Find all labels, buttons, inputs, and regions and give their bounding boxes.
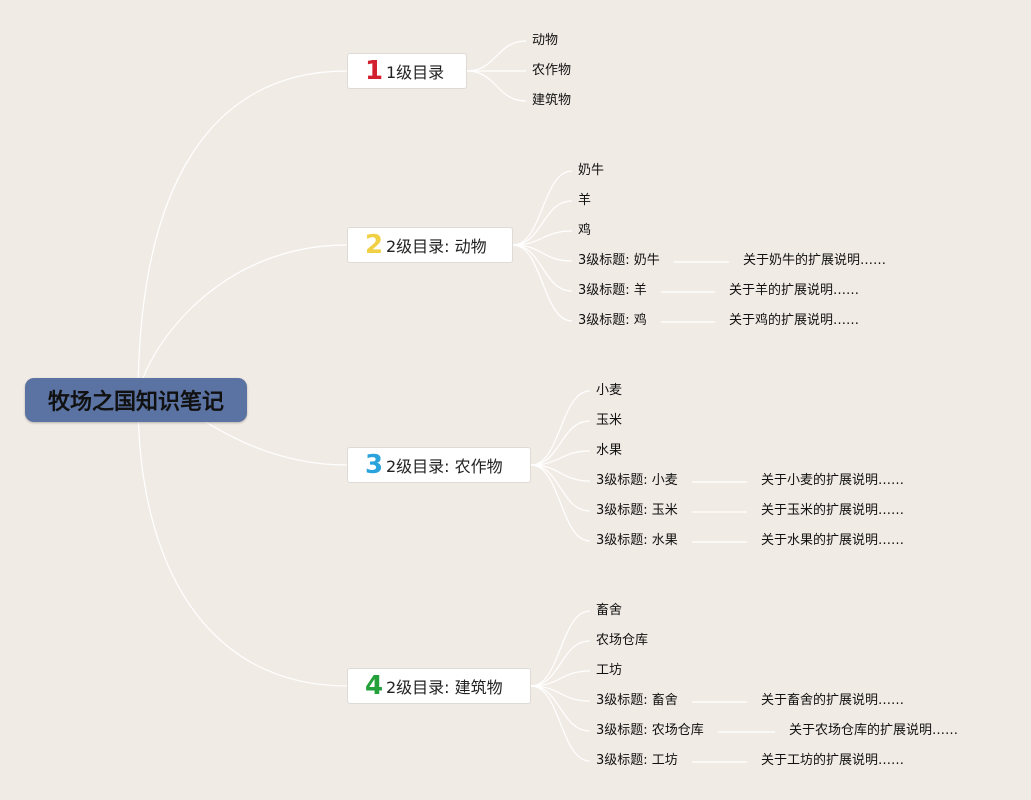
- number-badge-icon: 4: [365, 671, 384, 701]
- branch-to-subtopic-connector: [512, 170, 573, 246]
- root-topic-label: 牧场之国知识笔记: [47, 390, 224, 415]
- branch-to-subtopic-connector: [530, 640, 591, 687]
- branch-topic-label: 2级目录: 农作物: [386, 457, 503, 476]
- subtopic[interactable]: 农场仓库: [596, 633, 649, 648]
- branch-topic-label: 1级目录: [386, 63, 445, 82]
- extension-note[interactable]: 关于羊的扩展说明……: [729, 283, 860, 298]
- subtopic[interactable]: 建筑物: [532, 93, 572, 108]
- branch-to-subtopic-connector: [530, 670, 591, 687]
- subtopic-with-note[interactable]: 3级标题: 水果: [596, 533, 678, 548]
- root-to-branch-connector: [137, 244, 348, 401]
- branch-to-subtopic-connector: [530, 390, 591, 466]
- number-badge-icon: 1: [365, 56, 384, 86]
- extension-note[interactable]: 关于水果的扩展说明……: [761, 533, 905, 548]
- branch-topic-label: 2级目录: 建筑物: [386, 678, 503, 697]
- subtopic-with-note[interactable]: 3级标题: 奶牛: [578, 253, 660, 268]
- subtopic-with-note[interactable]: 3级标题: 农场仓库: [596, 723, 704, 738]
- extension-note[interactable]: 关于玉米的扩展说明……: [761, 503, 905, 518]
- branch-to-subtopic-connector: [530, 685, 591, 732]
- subtopic[interactable]: 农作物: [532, 63, 572, 78]
- branch-to-subtopic-connector: [530, 610, 591, 687]
- extension-note[interactable]: 关于工坊的扩展说明……: [761, 753, 905, 768]
- root-topic[interactable]: 牧场之国知识笔记: [25, 378, 247, 422]
- subtopic[interactable]: 玉米: [596, 413, 623, 428]
- branch-to-subtopic-connector: [530, 464, 591, 512]
- branch-to-subtopic-connector: [512, 244, 573, 292]
- subtopic[interactable]: 羊: [578, 193, 592, 208]
- root-to-branch-connector: [137, 70, 348, 401]
- branch-to-subtopic-connector: [512, 244, 573, 262]
- extension-note[interactable]: 关于农场仓库的扩展说明……: [789, 723, 959, 738]
- extension-note[interactable]: 关于鸡的扩展说明……: [729, 313, 860, 328]
- branch-to-subtopic-connector: [530, 685, 591, 702]
- branch-to-subtopic-connector: [530, 464, 591, 482]
- subtopic[interactable]: 动物: [532, 33, 559, 48]
- branch-to-subtopic-connector: [512, 244, 573, 322]
- branch-topic-label: 2级目录: 动物: [386, 237, 487, 256]
- extension-note[interactable]: 关于畜舍的扩展说明……: [761, 693, 905, 708]
- subtopic-with-note[interactable]: 3级标题: 玉米: [596, 503, 678, 518]
- subtopic[interactable]: 畜舍: [596, 603, 623, 618]
- extension-note[interactable]: 关于奶牛的扩展说明……: [743, 253, 887, 268]
- number-badge-icon: 2: [365, 230, 384, 260]
- subtopic-with-note[interactable]: 3级标题: 畜舍: [596, 693, 678, 708]
- branch-to-subtopic-connector: [530, 464, 591, 542]
- branch-to-subtopic-connector: [512, 230, 573, 246]
- branch-to-subtopic-connector: [466, 70, 527, 102]
- number-badge-icon: 3: [365, 450, 384, 480]
- branch-to-subtopic-connector: [512, 200, 573, 246]
- extension-note[interactable]: 关于小麦的扩展说明……: [761, 473, 905, 488]
- subtopic[interactable]: 水果: [596, 443, 623, 458]
- branch-to-subtopic-connector: [530, 450, 591, 466]
- subtopic[interactable]: 奶牛: [578, 163, 605, 178]
- subtopic-with-note[interactable]: 3级标题: 鸡: [578, 313, 647, 328]
- subtopic[interactable]: 鸡: [578, 223, 592, 238]
- root-to-branch-connector: [137, 399, 348, 687]
- subtopic-with-note[interactable]: 3级标题: 羊: [578, 283, 647, 298]
- branch-to-subtopic-connector: [530, 685, 591, 762]
- subtopic-with-note[interactable]: 3级标题: 小麦: [596, 473, 678, 488]
- subtopic-with-note[interactable]: 3级标题: 工坊: [596, 753, 678, 768]
- subtopic[interactable]: 小麦: [596, 383, 623, 398]
- branch-to-subtopic-connector: [466, 40, 527, 72]
- subtopic[interactable]: 工坊: [596, 663, 623, 678]
- branch-to-subtopic-connector: [530, 420, 591, 466]
